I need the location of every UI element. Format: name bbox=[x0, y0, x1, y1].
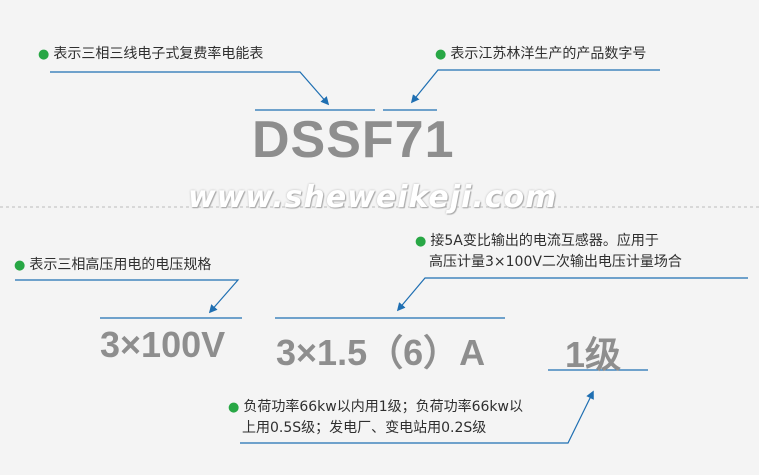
voltage-spec: 3×100V bbox=[100, 324, 226, 365]
current-spec: 3×1.5（6）A bbox=[276, 332, 486, 373]
accuracy-spec: 1级 bbox=[565, 334, 622, 375]
note-model-number: ●表示江苏林洋生产的产品数字号 bbox=[435, 46, 647, 62]
leader-line-model-number bbox=[410, 69, 660, 104]
bullet-icon: ● bbox=[14, 258, 26, 273]
leader-line-voltage bbox=[15, 279, 240, 314]
watermark-text: www.sheweikeji.com bbox=[188, 180, 558, 215]
leader-line-current bbox=[396, 277, 748, 312]
bullet-icon: ● bbox=[228, 400, 240, 415]
note-accuracy: ●负荷功率66kw以内用1级；负荷功率66kw以 上用0.5S级；发电厂、变电站… bbox=[228, 399, 523, 436]
bullet-icon: ● bbox=[435, 47, 447, 62]
note-voltage: ●表示三相高压用电的电压规格 bbox=[14, 257, 212, 273]
model-code: DSSF71 bbox=[252, 111, 455, 169]
bullet-icon: ● bbox=[415, 234, 427, 249]
note-current: ●接5A变比输出的电流互感器。应用于 高压计量3×100V二次输出电压计量场合 bbox=[415, 233, 682, 270]
leader-line-model-type bbox=[50, 71, 330, 106]
note-model-type: ●表示三相三线电子式复费率电能表 bbox=[38, 46, 264, 62]
leader-line-accuracy bbox=[240, 390, 594, 444]
bullet-icon: ● bbox=[38, 47, 50, 62]
